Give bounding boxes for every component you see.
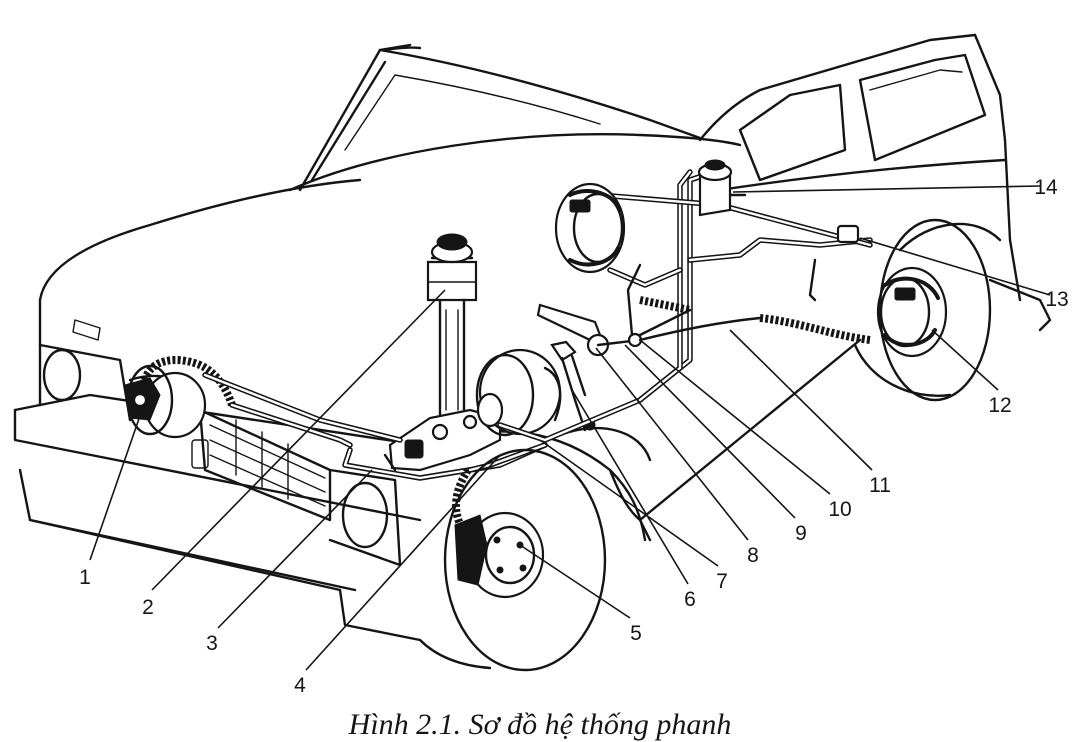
leader-10 <box>639 339 831 495</box>
callout-2: 2 <box>142 596 154 619</box>
leader-11 <box>729 329 873 471</box>
leader-13 <box>859 237 1051 296</box>
callout-11: 11 <box>869 474 891 497</box>
front-right-disc-brake <box>443 448 607 672</box>
leader-6 <box>571 389 689 585</box>
callout-5: 5 <box>630 622 642 645</box>
leader-2 <box>151 289 446 591</box>
callout-9: 9 <box>795 522 807 545</box>
brake-lines <box>202 169 873 481</box>
leader-3 <box>217 469 373 629</box>
rear-right-drum-brake <box>808 218 992 402</box>
front-left-disc-brake <box>124 356 236 439</box>
master-cylinder <box>383 408 502 472</box>
figure-caption: Hình 2.1. Sơ đồ hệ thống phanh <box>348 708 732 741</box>
leader-5 <box>519 544 631 619</box>
callout-8: 8 <box>747 544 759 567</box>
rear-left-drum-brake <box>554 182 626 274</box>
callout-3: 3 <box>206 632 218 655</box>
callout-13: 13 <box>1045 288 1068 311</box>
leader-14 <box>732 185 1041 193</box>
callout-10: 10 <box>828 498 851 521</box>
leader-12 <box>931 329 999 391</box>
brake-booster <box>475 348 562 437</box>
pressure-regulator <box>697 159 747 217</box>
callout-4: 4 <box>294 674 306 697</box>
brake-fluid-reservoir <box>426 233 478 417</box>
leader-7 <box>539 439 719 567</box>
leader-8 <box>595 347 749 541</box>
parking-brake <box>536 263 871 357</box>
leader-1 <box>89 409 143 561</box>
callout-6: 6 <box>684 588 696 611</box>
callout-14: 14 <box>1034 176 1058 199</box>
callout-numbers: 1 2 3 4 5 6 7 8 9 10 11 12 13 14 <box>79 176 1069 697</box>
leader-9 <box>624 344 796 519</box>
callout-12: 12 <box>988 394 1011 417</box>
callout-7: 7 <box>716 570 728 593</box>
callout-1: 1 <box>79 566 91 589</box>
callout-leaders <box>89 185 1051 671</box>
leader-4 <box>305 454 501 671</box>
